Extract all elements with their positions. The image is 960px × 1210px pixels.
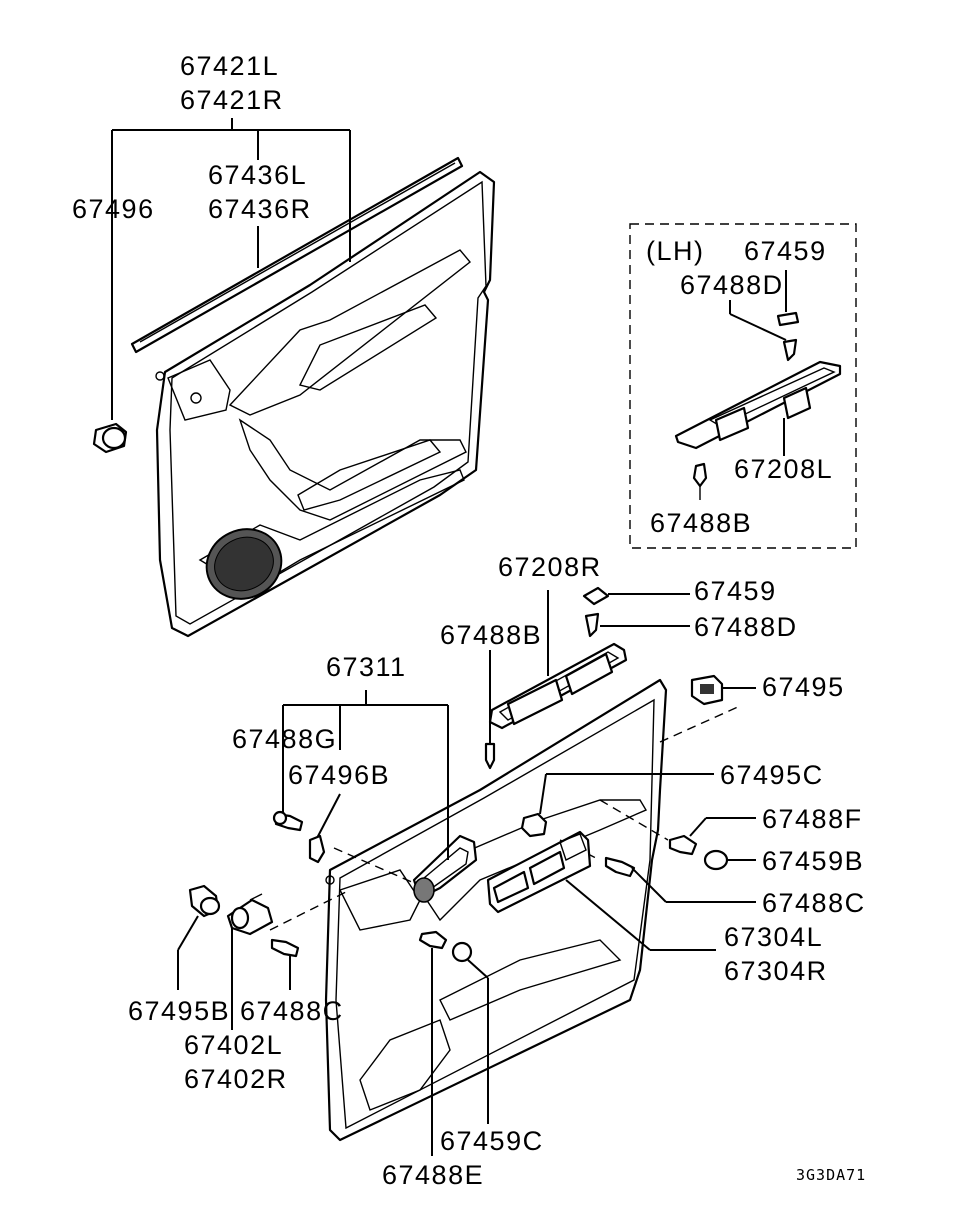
cap-67459C	[451, 941, 489, 1124]
label-inset-67459: 67459	[744, 236, 827, 266]
label-67488D: 67488D	[694, 612, 798, 642]
screw-67488G	[272, 810, 304, 832]
label-inset-67488D: 67488D	[680, 270, 784, 300]
button-67495C	[520, 773, 714, 838]
label-67459: 67459	[694, 576, 777, 606]
leader-67311	[282, 690, 449, 860]
label-67496B: 67496B	[288, 760, 390, 790]
inset-screw-67488B	[692, 462, 708, 488]
cap-67459B	[703, 849, 756, 871]
label-67459B: 67459B	[762, 846, 864, 876]
clip-67496B	[308, 834, 326, 864]
screw-67488B	[484, 742, 496, 770]
cover-67459	[582, 586, 690, 606]
label-67488B: 67488B	[440, 620, 542, 650]
label-67402L: 67402L	[184, 1030, 283, 1060]
leader-lines-upper	[112, 118, 351, 268]
screw-67488C-right	[604, 856, 756, 903]
label-67488C-right: 67488C	[762, 888, 866, 918]
label-67488C-left: 67488C	[240, 996, 344, 1026]
label-inset-67208L: 67208L	[734, 454, 833, 484]
label-67304L: 67304L	[724, 922, 823, 952]
screw-67488F	[668, 817, 756, 856]
inset-title: (LH)	[646, 236, 705, 266]
label-67496: 67496	[72, 194, 155, 224]
label-67495B: 67495B	[128, 996, 230, 1026]
inset-cover-67459	[776, 311, 800, 327]
inset-switch-panel-67208L	[674, 270, 842, 500]
label-67421L: 67421L	[180, 51, 279, 81]
trim-clip-67496	[92, 130, 128, 454]
switch-67495	[690, 674, 756, 706]
screw-67488D	[584, 612, 690, 638]
label-67488F: 67488F	[762, 804, 863, 834]
inset-screw-67488D	[782, 338, 798, 362]
switch-assembly-67304	[486, 830, 716, 951]
label-67311: 67311	[326, 652, 407, 682]
clip-67495B	[177, 884, 221, 990]
label-67208R: 67208R	[498, 552, 602, 582]
label-67421R: 67421R	[180, 85, 284, 115]
screw-67488C-left	[270, 938, 300, 990]
label-67304R: 67304R	[724, 956, 828, 986]
inner-handle-67311	[412, 834, 478, 903]
label-inset-67488B: 67488B	[650, 508, 752, 538]
label-67436L: 67436L	[208, 160, 307, 190]
bracket-67402	[226, 893, 274, 1030]
label-67402R: 67402R	[184, 1064, 288, 1094]
label-67488G: 67488G	[232, 724, 337, 754]
diagram-code: 3G3DA71	[796, 1166, 866, 1184]
label-67459C: 67459C	[440, 1126, 544, 1156]
label-67488E: 67488E	[382, 1160, 484, 1190]
screw-67488E	[418, 930, 448, 1156]
switch-panel-67208R	[484, 590, 628, 770]
lh-inset-box	[629, 223, 857, 549]
label-67495C: 67495C	[720, 760, 824, 790]
label-67495: 67495	[762, 672, 845, 702]
label-67436R: 67436R	[208, 194, 312, 224]
upper-door-trim-panel	[130, 156, 496, 638]
